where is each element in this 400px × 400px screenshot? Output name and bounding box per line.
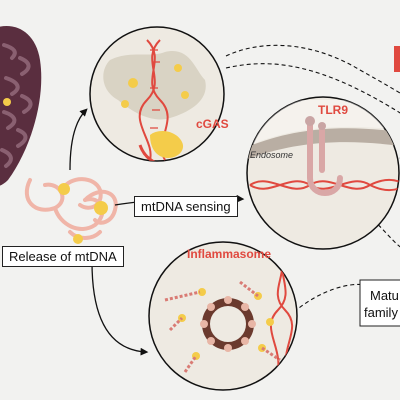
tlr9-panel [246, 96, 400, 250]
arrow-to-cgas [69, 108, 88, 171]
released-mtdna [24, 177, 118, 240]
family-label: family [364, 305, 398, 320]
maturation-box [359, 279, 400, 327]
inflammasome-label: Inflammasome [187, 247, 272, 261]
arrow-to-inflammasome [91, 261, 149, 356]
release-mtdna-label: Release of mtDNA [2, 246, 124, 267]
mitochondrion [0, 26, 42, 186]
legend-red-marker [394, 46, 400, 72]
matu-label: Matu [370, 288, 399, 303]
mito-protein-dot [3, 98, 11, 106]
inflammasome-panel [148, 241, 298, 391]
cgas-label: cGAS [196, 117, 229, 131]
cgas-panel [89, 26, 225, 162]
tlr9-label: TLR9 [318, 103, 348, 117]
mtdna-proteins [58, 183, 108, 244]
mtdna-sensing-label: mtDNA sensing [134, 196, 238, 217]
endosome-label: Endosome [250, 150, 294, 160]
